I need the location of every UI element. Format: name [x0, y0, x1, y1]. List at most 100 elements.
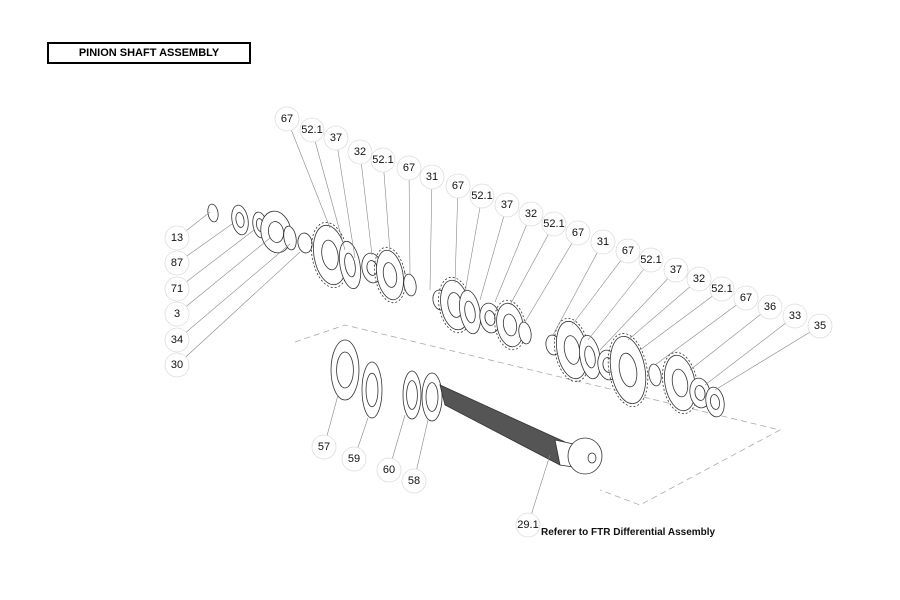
callout-bubble	[419, 164, 445, 190]
callout-bottom-1: 59	[341, 446, 367, 472]
gear-part	[607, 333, 649, 407]
leader-line	[454, 185, 459, 284]
leader-line	[335, 137, 356, 259]
callout-bubble	[341, 446, 367, 472]
callout-number: 34	[171, 334, 183, 346]
callout-bubble	[757, 294, 783, 320]
callout-bottom-3: 58	[401, 468, 427, 494]
synchro-hub-part	[338, 240, 362, 290]
leader-line	[359, 151, 373, 256]
callout-number: 71	[171, 283, 183, 295]
callout-number: 37	[330, 132, 342, 144]
callout-number: 58	[408, 475, 420, 487]
callout-number: 31	[426, 171, 438, 183]
callout-top-4: 52.1	[370, 147, 396, 173]
callout-bubble	[445, 173, 471, 199]
callout-bubble	[515, 512, 541, 538]
callout-number: 67	[281, 113, 293, 125]
callout-top-19: 67	[733, 285, 759, 311]
callout-number: 35	[814, 320, 826, 332]
callout-number: 57	[318, 441, 330, 453]
callout-number: 31	[597, 236, 609, 248]
callout-left-3: 3	[164, 301, 190, 327]
leader-line	[176, 251, 301, 366]
pinion-shaft-part	[439, 384, 603, 475]
callout-bubble	[396, 155, 422, 181]
callout-number: 67	[452, 180, 464, 192]
leader-line	[408, 167, 411, 276]
oring-59-part	[361, 361, 383, 419]
leader-line	[286, 118, 331, 229]
callout-bubble	[565, 220, 591, 246]
callout-top-22: 35	[807, 313, 833, 339]
callout-bubble	[663, 257, 689, 283]
diagram-title: PINION SHAFT ASSEMBLY	[47, 42, 251, 64]
callout-bottom-0: 57	[311, 434, 337, 460]
synchro-hub-part	[459, 289, 481, 335]
callout-bubble	[615, 238, 641, 264]
leader-line	[599, 269, 677, 351]
callout-left-2: 71	[164, 276, 190, 302]
leader-line	[571, 250, 629, 326]
callout-number: 87	[171, 257, 183, 269]
leader-line	[714, 325, 821, 391]
synchro-hub-part	[579, 334, 601, 380]
leader-line	[176, 229, 255, 290]
callout-bubble	[686, 266, 712, 292]
leader-line	[494, 213, 532, 303]
callout-bubble	[299, 117, 325, 143]
callout-top-11: 52.1	[541, 211, 567, 237]
gear-part	[374, 246, 406, 304]
callout-bubble	[376, 457, 402, 483]
callout-number: 37	[501, 199, 513, 211]
callout-number: 52.1	[543, 218, 564, 230]
callout-bubble	[733, 285, 759, 311]
leader-line	[429, 176, 433, 291]
thrust-washer-part	[705, 386, 725, 418]
callout-number: 33	[789, 310, 801, 322]
callout-number: 52.1	[711, 283, 732, 295]
callout-number: 67	[740, 292, 752, 304]
callout-bottom-2: 60	[376, 457, 402, 483]
callout-bubble	[164, 225, 190, 251]
callout-top-15: 52.1	[638, 247, 664, 273]
leader-line	[176, 243, 291, 341]
callout-top-16: 37	[663, 257, 689, 283]
callout-number: 52.1	[372, 154, 393, 166]
callout-top-0: 67	[274, 106, 300, 132]
bearing-58-part	[421, 372, 443, 422]
callout-number: 36	[764, 301, 776, 313]
callout-bubble	[590, 229, 616, 255]
callout-number: 52.1	[301, 124, 322, 136]
callout-bubble	[164, 352, 190, 378]
callout-bubble	[469, 183, 495, 209]
callout-number: 52.1	[640, 254, 661, 266]
leader-line	[689, 306, 771, 371]
callout-top-17: 32	[686, 266, 712, 292]
leader-line	[311, 129, 346, 251]
leader-line	[654, 297, 747, 366]
callout-left-4: 34	[164, 327, 190, 353]
callout-number: 67	[403, 162, 415, 174]
callout-bubble	[164, 250, 190, 276]
reference-note: Referer to FTR Differential Assembly	[541, 527, 716, 538]
callout-number: 52.1	[471, 190, 492, 202]
leader-line	[627, 278, 700, 341]
callout-number: 60	[383, 464, 395, 476]
callout-number: 13	[171, 232, 183, 244]
callout-number: 29.1	[517, 519, 538, 531]
callout-bubble	[638, 247, 664, 273]
callout-bubble	[323, 125, 349, 151]
leader-line	[509, 223, 555, 306]
leader-lines	[176, 118, 821, 526]
ring-60-part	[402, 370, 422, 420]
callout-top-18: 52.1	[709, 276, 735, 302]
leader-line	[524, 232, 579, 323]
callout-number: 30	[171, 359, 183, 371]
callout-number: 67	[572, 227, 584, 239]
leader-line	[382, 159, 391, 253]
callout-number: 32	[525, 208, 537, 220]
callout-bubble	[274, 106, 300, 132]
callout-bubble	[164, 327, 190, 353]
